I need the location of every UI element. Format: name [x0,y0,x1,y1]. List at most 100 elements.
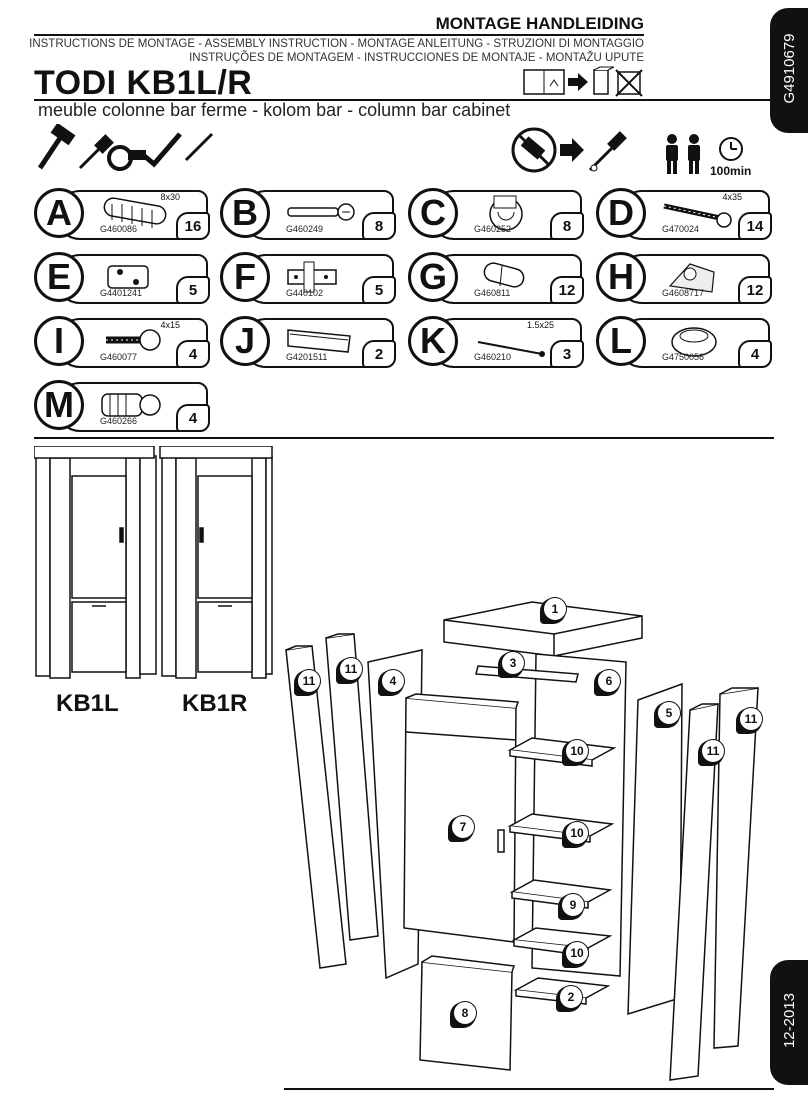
part-callout: 11 [294,669,322,698]
part-callout: 10 [562,821,590,850]
part-quantity: 8 [550,212,584,240]
callout-number: 1 [543,597,567,621]
date-label: 12-2013 [781,992,798,1049]
handle-icon [287,329,351,353]
tools-required-icon [37,124,214,171]
part-quantity: 14 [738,212,772,240]
callout-number: 6 [597,669,621,693]
manual-subtitle-2: INSTRUÇÕES DE MONTAGEM - INSTRUCCIONES D… [189,52,644,64]
part-callout: 9 [558,893,586,922]
callout-number: 11 [339,657,363,681]
part-quantity: 4 [176,340,210,368]
part-quantity: 5 [362,276,396,304]
callout-number: 7 [451,815,475,839]
part-letter: F [220,252,270,302]
part-callout: 6 [594,669,622,698]
part-dimension: 1.5x25 [526,320,554,330]
title-rule [34,99,774,101]
callout-number: 2 [559,985,583,1009]
cabinet-variants-illustration [34,446,273,679]
part-quantity: 4 [176,404,210,432]
doc-code-tab: G4910679 [770,8,808,133]
hinge-icon [107,265,149,289]
part-callout: 4 [378,669,406,698]
part-letter: K [408,316,458,366]
wood-screw-icon [663,203,732,228]
part-quantity: 2 [362,340,396,368]
short-screw-icon [106,329,161,351]
part-dimension: 4x15 [160,320,180,330]
two-persons-icon [666,134,700,174]
part-letter: J [220,316,270,366]
callout-number: 10 [565,821,589,845]
callout-number: 11 [297,669,321,693]
product-description: meuble colonne bar ferme - kolom bar - c… [38,100,511,120]
part-callout: 10 [562,941,590,970]
corner-bracket-icon [668,263,715,293]
cam-bolt-icon [287,203,355,221]
callout-number: 10 [565,941,589,965]
part-code: G460811 [474,288,511,298]
shelf-support-icon [483,262,525,288]
insert-nut-icon [101,393,161,417]
part-code: G440102 [286,288,324,298]
section-rule [34,437,774,439]
part-callout: 3 [498,651,526,680]
part-letter: G [408,252,458,302]
part-letter: I [34,316,84,366]
part-dimension: 4x35 [722,192,742,202]
part-quantity: 8 [362,212,396,240]
part-letter: D [596,188,646,238]
connector-icon [671,327,717,357]
part-quantity: 12 [738,276,772,304]
part-callout: 8 [450,1001,478,1030]
variant-label-right: KB1R [182,690,248,717]
part-letter: L [596,316,646,366]
part-callout: 7 [448,815,476,844]
header-rule [34,34,644,36]
callout-number: 5 [657,701,681,725]
product-name: TODI KB1L/R [34,64,253,102]
part-code: G460249 [286,224,324,234]
date-tab: 12-2013 [770,960,808,1085]
part-code: G4201511 [286,352,328,362]
part-letter: C [408,188,458,238]
callout-number: 9 [561,893,585,917]
part-letter: H [596,252,646,302]
wooden-dowel-icon [103,197,167,228]
part-dimension: 8x30 [160,192,180,202]
part-quantity: 3 [550,340,584,368]
part-code: G4401241 [100,288,143,298]
part-quantity: 16 [176,212,210,240]
cam-lock-icon [489,195,523,231]
part-callout: 11 [736,707,764,736]
part-letter: B [220,188,270,238]
part-code: G460266 [100,416,138,426]
nail-icon [477,341,545,357]
part-quantity: 4 [738,340,772,368]
callout-number: 10 [565,739,589,763]
part-code: G470024 [662,224,700,234]
callout-number: 11 [739,707,763,731]
bottom-rule [284,1088,774,1090]
hinge-plate-icon [287,261,337,293]
part-callout: 1 [540,597,568,626]
part-code: G460077 [100,352,138,362]
part-k: K G460210 1.5x25 3 [408,316,584,368]
side-bar: G4910679 12-2013 [766,0,808,1094]
part-code: G460210 [474,352,512,362]
variant-label-left: KB1L [56,690,119,717]
part-callout: 10 [562,739,590,768]
callout-number: 3 [501,651,525,675]
callout-number: 11 [701,739,725,763]
part-d: D G470024 4x35 14 [596,188,772,240]
part-j: J G4201511 2 [220,316,396,368]
part-b: B G460249 8 [220,188,396,240]
part-callout: 11 [698,739,726,768]
